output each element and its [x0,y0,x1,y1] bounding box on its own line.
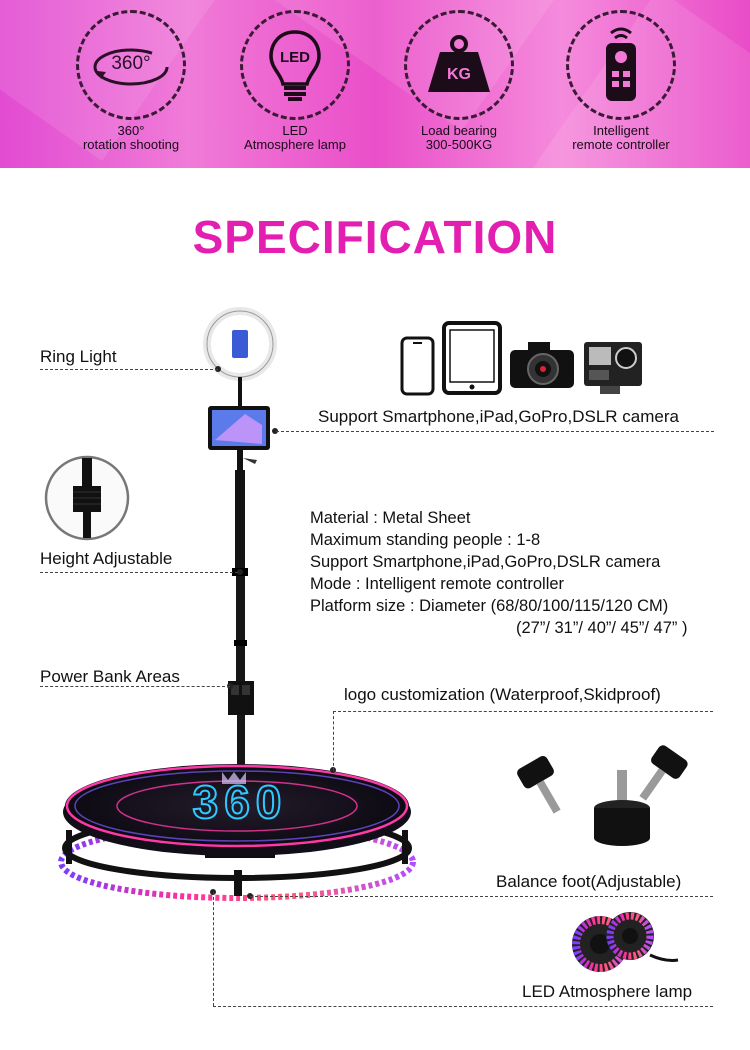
smartphone-icon [400,336,435,396]
feature-caption: 360°rotation shooting [82,123,180,152]
leader-line [40,572,238,573]
svg-text:KG: KG [447,66,471,83]
svg-text:LED: LED [280,49,310,66]
spec-item: Support Smartphone,iPad,GoPro,DSLR camer… [310,553,661,571]
spec-item: Mode : Intelligent remote controller [310,575,565,593]
led-strip-reels [572,912,679,972]
power-bank-holder [228,681,254,715]
support-devices-label: Support Smartphone,iPad,GoPro,DSLR camer… [318,407,679,426]
svg-text:360°: 360° [111,53,150,74]
leader-line [333,711,713,712]
ring-light [203,307,277,407]
led-bulb-icon: LED [240,10,350,120]
leader-line [213,1006,713,1007]
logo-customization-label: logo customization (Waterproof,Skidproof… [344,685,661,704]
balance-foot-icons [517,745,688,846]
tablet-icon [442,321,502,395]
telescopic-pole [232,470,248,766]
ring-light-label: Ring Light [40,347,117,366]
dslr-camera-icon [510,342,574,388]
spec-item: (27”/ 31”/ 40”/ 45”/ 47” ) [516,619,688,637]
balance-foot-label: Balance foot(Adjustable) [496,872,682,891]
spec-item: Platform size : Diameter (68/80/100/115/… [310,597,669,615]
feature-360-rotation: 360° 360°rotation shooting [56,10,206,152]
tablet-holder [208,406,270,470]
pole-clamp-detail [44,455,130,541]
spec-list: Material : Metal Sheet Maximum standing … [310,507,688,639]
leader-line [40,686,230,687]
leader-line [250,896,713,897]
led-lamp-label: LED Atmosphere lamp [522,982,693,1001]
spec-item: Material : Metal Sheet [310,509,471,527]
page-title: SPECIFICATION [192,211,558,263]
leader-line [333,711,334,771]
rotating-platform: 360 [58,764,416,901]
spec-item: Maximum standing people : 1-8 [310,531,541,549]
leader-line [40,369,218,370]
weight-kg-icon: KG [404,10,514,120]
leader-line [276,431,714,432]
power-bank-label: Power Bank Areas [40,667,180,686]
rotation-360-icon: 360° [76,10,186,120]
gopro-icon [584,342,642,394]
leader-line [213,892,214,1006]
remote-control-icon [566,10,676,120]
height-adjustable-label: Height Adjustable [40,549,173,568]
